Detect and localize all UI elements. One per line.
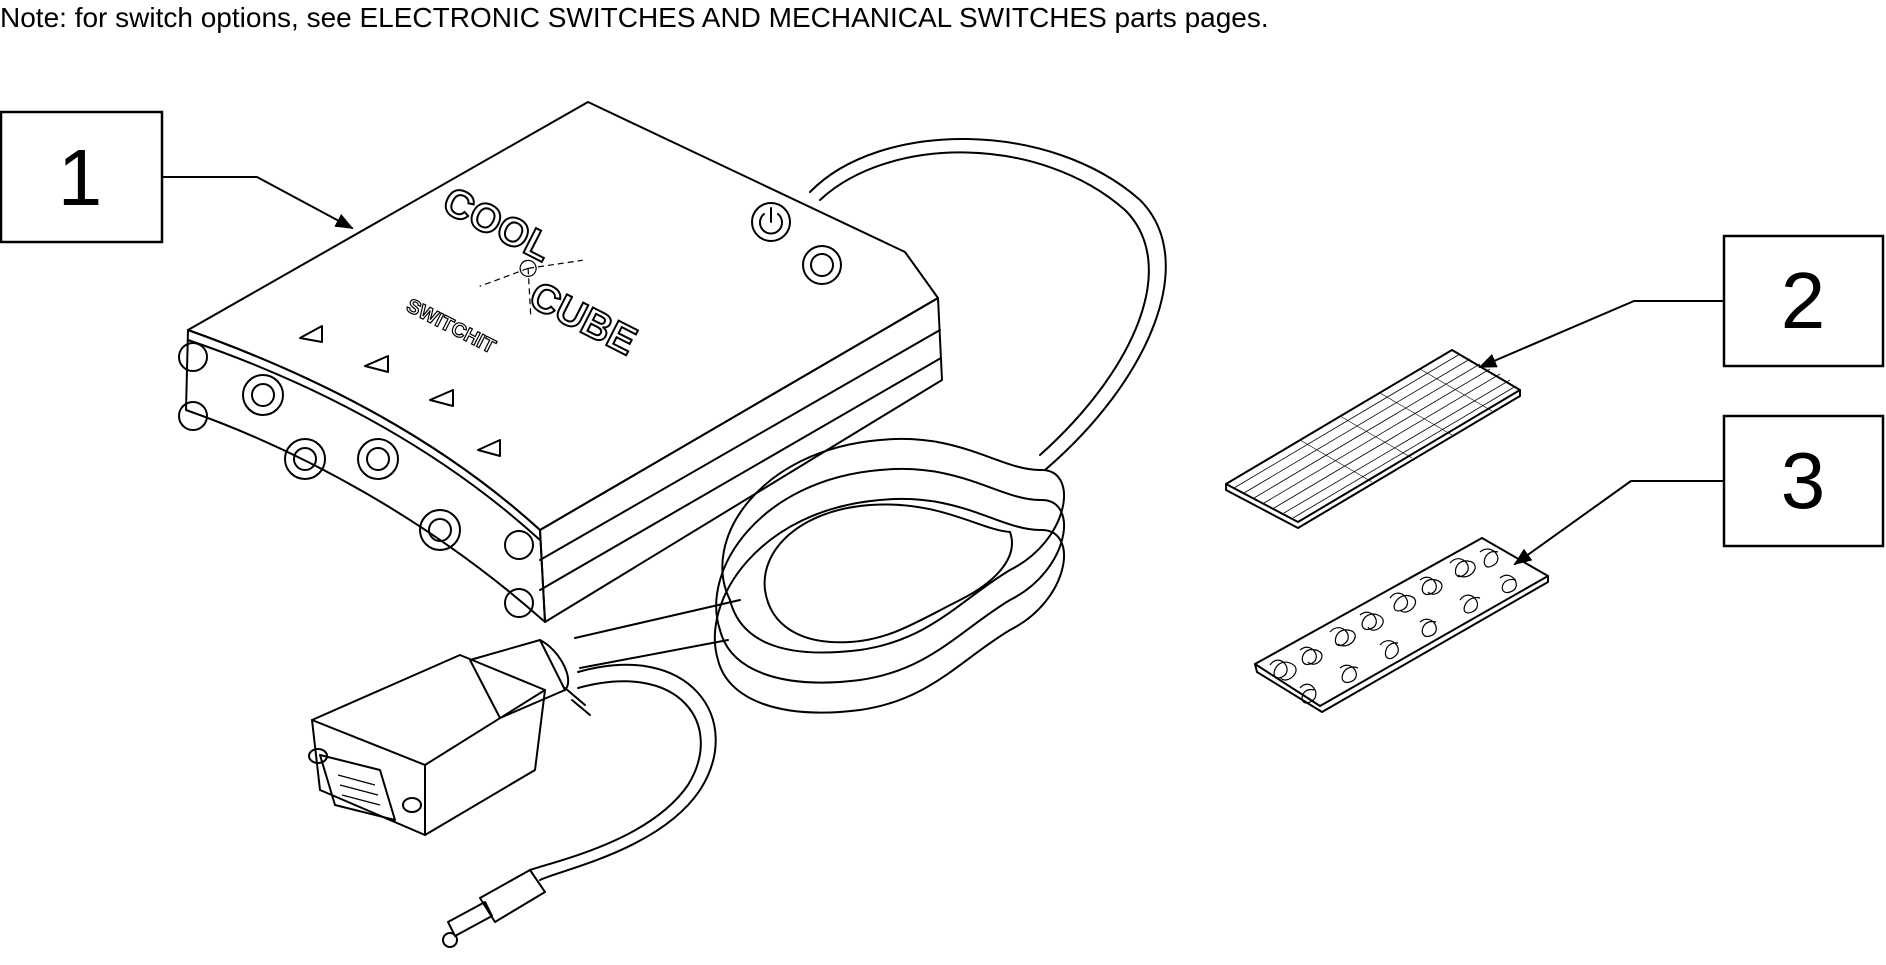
callout-3[interactable]: 3 [1513,414,1885,566]
callout-1[interactable]: 1 [0,110,354,244]
callout-3-label: 3 [1781,436,1826,525]
mode-icon [802,245,842,285]
jack-socket [242,374,284,416]
callout-2-label: 2 [1781,256,1826,345]
leader-line-2 [1478,300,1725,368]
leader-line-3 [1513,480,1725,566]
svg-text:CUBE: CUBE [522,273,643,364]
box-side-face [539,297,943,623]
hook-strip [1225,349,1521,529]
coiled-cable [574,437,1065,714]
jack-socket [419,509,461,551]
screw [178,342,208,372]
box-front-face [185,329,546,623]
jack-cable [442,663,717,948]
screw [504,530,534,560]
db9-pins [319,754,396,821]
jack-socket [284,438,326,480]
callout-1-label: 1 [58,133,103,222]
cable-loop-outer [809,138,1167,471]
svg-text:COOL: COOL [436,179,559,271]
device-sublogo: SWITCHIT [402,294,499,359]
svg-text:SWITCHIT: SWITCHIT [403,295,499,358]
callout-2[interactable]: 2 [1478,234,1885,368]
db9-connector [308,639,591,836]
screw [504,588,534,618]
screw [178,401,208,431]
leader-line-1 [161,176,354,229]
jack-plug-body [479,869,546,923]
power-icon [751,202,791,242]
jack-socket [357,438,399,480]
loop-strip [1254,537,1549,713]
page-note: Note: for switch options, see ELECTRONIC… [0,2,1269,33]
switch-interface-box: COOL CUBE SWITCHIT [178,101,1167,623]
